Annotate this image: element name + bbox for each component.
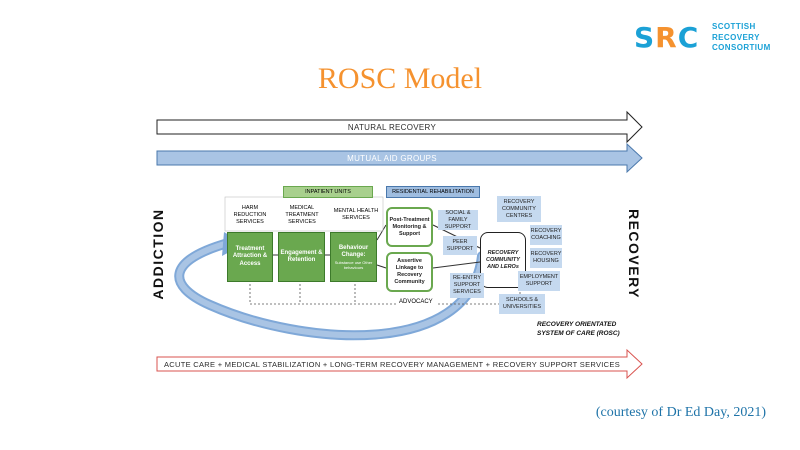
- schools-universities-text: SCHOOLS & UNIVERSITIES: [502, 297, 542, 310]
- employment-support-box: EMPLOYMENT SUPPORT: [518, 271, 560, 291]
- behaviour-change-box: Behaviour Change: Substance use Other be…: [330, 232, 377, 282]
- residential-rehab-label: RESIDENTIAL REHABILITATION: [392, 189, 474, 195]
- reentry-box: RE-ENTRY SUPPORT SERVICES: [450, 273, 484, 298]
- engagement-retention-text: Engagement & Retention: [280, 249, 323, 264]
- src-logo: SRC SCOTTISH RECOVERY CONSORTIUM: [634, 18, 784, 58]
- schools-universities-box: SCHOOLS & UNIVERSITIES: [499, 294, 545, 314]
- treatment-access-text: Treatment Attraction & Access: [232, 245, 268, 267]
- peer-support-box: PEER SUPPORT: [443, 236, 477, 255]
- courtesy-note: (courtesy of Dr Ed Day, 2021): [595, 405, 766, 420]
- treatment-access-box: Treatment Attraction & Access: [227, 232, 273, 282]
- recovery-housing-box: RECOVERY HOUSING: [530, 248, 562, 268]
- assertive-linkage-box: Assertive Linkage to Recovery Community: [386, 252, 433, 292]
- behaviour-change-subtext: Substance use Other behaviours: [334, 259, 373, 270]
- rosc-caption: RECOVERY ORIENTATED SYSTEM OF CARE (ROSC…: [537, 320, 620, 338]
- continuum-arrow: [156, 348, 643, 380]
- community-centres-text: RECOVERY COMMUNITY CENTRES: [502, 198, 536, 219]
- mutual-aid-text: MUTUAL AID GROUPS: [347, 154, 437, 163]
- logo-letter-c: C: [677, 21, 700, 54]
- reentry-text: RE-ENTRY SUPPORT SERVICES: [452, 275, 481, 295]
- employment-support-text: EMPLOYMENT SUPPORT: [519, 274, 559, 287]
- natural-recovery-text: NATURAL RECOVERY: [347, 123, 437, 132]
- slide-title: ROSC Model: [317, 62, 483, 95]
- inpatient-units-label: INPATIENT UNITS: [305, 189, 351, 195]
- post-treatment-box: Post-Treatment Monitoring & Support: [386, 207, 433, 247]
- medical-treatment-label: MEDICAL TREATMENT SERVICES: [285, 205, 319, 225]
- engagement-retention-box: Engagement & Retention: [278, 232, 325, 282]
- social-family-text: SOCIAL & FAMILY SUPPORT: [444, 209, 472, 230]
- recovery-coaching-box: RECOVERY COACHING: [530, 225, 562, 245]
- rosc-caption-line-2: SYSTEM OF CARE (ROSC): [537, 330, 620, 337]
- logo-letter-s: S: [634, 21, 656, 54]
- src-logo-letters: SRC: [634, 21, 699, 54]
- peer-support-text: PEER SUPPORT: [446, 238, 474, 252]
- recovery-coaching-text: RECOVERY COACHING: [530, 228, 562, 241]
- residential-rehab-header: RESIDENTIAL REHABILITATION: [386, 186, 480, 198]
- community-centres-box: RECOVERY COMMUNITY CENTRES: [497, 196, 541, 222]
- recovery-housing-text: RECOVERY HOUSING: [530, 251, 562, 264]
- rosc-caption-line-1: RECOVERY ORIENTATED: [537, 321, 617, 328]
- logo-text: SCOTTISH RECOVERY CONSORTIUM: [712, 22, 771, 54]
- mental-health-label: MENTAL HEALTH SERVICES: [333, 208, 379, 221]
- natural-recovery-arrow: [156, 110, 643, 144]
- logo-line-2: RECOVERY: [712, 32, 760, 42]
- behaviour-change-text: Behaviour Change:: [338, 244, 369, 259]
- logo-line-3: CONSORTIUM: [712, 43, 771, 52]
- assertive-linkage-text: Assertive Linkage to Recovery Community: [394, 258, 425, 285]
- recovery-community-text: RECOVERY COMMUNITY AND LEROs: [486, 249, 520, 270]
- advocacy-label: ADVOCACY: [396, 299, 436, 305]
- social-family-box: SOCIAL & FAMILY SUPPORT: [438, 210, 478, 230]
- mutual-aid-arrow: [156, 142, 643, 174]
- harm-reduction-label: HARM REDUCTION SERVICES: [233, 205, 267, 225]
- logo-letter-r: R: [655, 21, 678, 54]
- post-treatment-text: Post-Treatment Monitoring & Support: [389, 216, 430, 237]
- inpatient-units-header: INPATIENT UNITS: [283, 186, 373, 198]
- logo-line-1: SCOTTISH: [712, 22, 756, 31]
- continuum-text: ACUTE CARE + MEDICAL STABILIZATION + LON…: [163, 360, 620, 369]
